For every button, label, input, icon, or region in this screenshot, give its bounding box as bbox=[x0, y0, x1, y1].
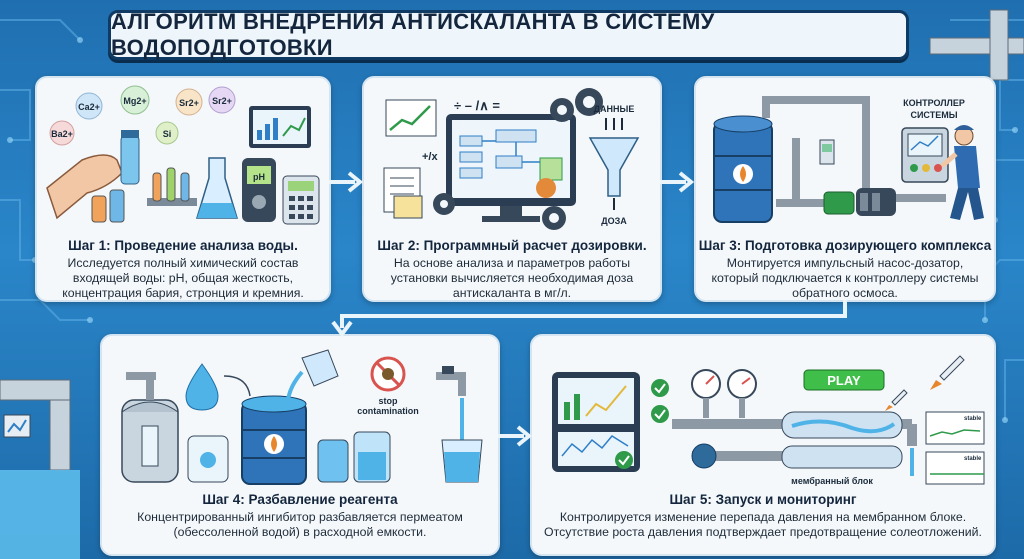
funnel-top-label: ДАННЫЕ bbox=[594, 104, 635, 114]
document-icon bbox=[383, 167, 423, 219]
ion-label-2: Mg2+ bbox=[123, 96, 146, 106]
hand-with-vial bbox=[46, 130, 140, 220]
ph-label: pH bbox=[253, 172, 265, 182]
step-3-card: КОНТРОЛЛЕР СИСТЕМЫ Шаг 3: Подготовка доз… bbox=[694, 76, 996, 302]
water-glass-icon bbox=[441, 439, 483, 483]
analyzer-device bbox=[282, 175, 320, 225]
arrow-step3-to-step4 bbox=[331, 300, 847, 338]
step-2-title: Шаг 2: Программный расчет дозировки. bbox=[377, 238, 647, 253]
dosing-pump-icon bbox=[823, 188, 896, 216]
play-button-label: PLAY bbox=[827, 373, 861, 388]
play-button[interactable]: PLAY bbox=[803, 369, 885, 391]
launch-monitoring-illustration: мембранный блок PLAY stable stable bbox=[552, 355, 985, 486]
flask-icon bbox=[195, 157, 239, 219]
arrow-step2-to-step3 bbox=[660, 171, 694, 193]
mini-bar-chart-icon bbox=[385, 99, 437, 137]
funnel-icon: ДАННЫЕ ДОЗА bbox=[588, 104, 640, 226]
dilution-barrel-icon bbox=[241, 395, 307, 485]
step-2-text: На основе анализа и параметров работы ус… bbox=[390, 256, 634, 300]
arrow-step4-to-step5 bbox=[498, 425, 532, 447]
dosing-complex-illustration: КОНТРОЛЛЕР СИСТЕМЫ bbox=[713, 96, 984, 223]
sample-bottle-1 bbox=[91, 195, 107, 223]
test-tube-rack bbox=[147, 167, 197, 206]
page-title: АЛГОРИТМ ВНЕДРЕНИЯ АНТИСКАЛАНТА В СИСТЕМ… bbox=[111, 9, 715, 60]
canister-icon bbox=[187, 435, 229, 483]
membrane-block-icon bbox=[672, 411, 917, 476]
step-5-text: Контролируется изменение перепада давлен… bbox=[544, 510, 982, 539]
step-5-card: мембранный блок PLAY stable stable Шаг 5… bbox=[530, 334, 996, 556]
controller-label-line1: КОНТРОЛЛЕР bbox=[903, 98, 965, 108]
sample-bottle-2 bbox=[109, 189, 125, 223]
ph-meter-icon: pH bbox=[242, 158, 276, 222]
pressure-gauge-icon bbox=[819, 139, 835, 165]
ion-label-4: Sr2+ bbox=[212, 96, 232, 106]
ion-label-5: Ba2+ bbox=[51, 129, 73, 139]
ion-bubbles: Ca2+ Mg2+ Sr2+ Sr2+ Ba2+ Si bbox=[49, 85, 236, 146]
check-icons bbox=[615, 379, 669, 469]
ion-label-1: Ca2+ bbox=[78, 102, 100, 112]
analysis-monitor bbox=[249, 106, 311, 148]
ion-label-6: Si bbox=[163, 129, 172, 139]
arrow-step1-to-step2 bbox=[329, 171, 363, 193]
reagent-dilution-illustration: stop contamination bbox=[121, 349, 483, 485]
funnel-bottom-label: ДОЗА bbox=[601, 216, 627, 226]
diluted-bottles bbox=[317, 431, 391, 483]
stop-contamination-icon bbox=[370, 356, 406, 392]
chemical-barrel-icon bbox=[713, 115, 773, 223]
formula-side-text: +/x bbox=[422, 151, 438, 163]
step-1-title: Шаг 1: Проведение анализа воды. bbox=[68, 238, 298, 253]
step-1-text: Исследуется полный химический состав вхо… bbox=[62, 256, 304, 300]
dosage-calculation-illustration: ÷ – /∧ = +/x bbox=[383, 88, 640, 230]
step-3-title: Шаг 3: Подготовка дозирующего комплекса bbox=[698, 238, 992, 253]
storage-tank-icon bbox=[121, 372, 179, 483]
step-4-text: Концентрированный ингибитор разбавляется… bbox=[137, 510, 463, 539]
controller-label-line2: СИСТЕМЫ bbox=[910, 110, 957, 120]
step-4-card: stop contamination Шаг 4: Разбавление ре… bbox=[100, 334, 500, 556]
orange-gear-icon bbox=[536, 178, 556, 198]
step-2-card: ÷ – /∧ = +/x bbox=[362, 76, 662, 302]
top-right-pipe-decoration bbox=[929, 9, 1024, 81]
water-analysis-illustration: Ca2+ Mg2+ Sr2+ Sr2+ Ba2+ Si bbox=[46, 85, 320, 225]
pressure-gauges bbox=[691, 369, 757, 418]
title-banner: АЛГОРИТМ ВНЕДРЕНИЯ АНТИСКАЛАНТА В СИСТЕМ… bbox=[108, 9, 909, 60]
stable-chart-1: stable bbox=[925, 411, 985, 445]
step-4-title: Шаг 4: Разбавление реагента bbox=[202, 492, 398, 507]
faucet-icon bbox=[436, 366, 466, 440]
small-rocket-icon bbox=[885, 389, 908, 411]
rocket-icon bbox=[930, 355, 965, 390]
ion-label-3: Sr2+ bbox=[179, 98, 199, 108]
stop-label: stop bbox=[379, 396, 399, 406]
contamination-label: contamination bbox=[357, 406, 419, 416]
computer-monitor-icon bbox=[446, 114, 576, 222]
water-drop-icon bbox=[185, 363, 219, 411]
left-pipe-decoration bbox=[0, 379, 80, 559]
stable-label-1: stable bbox=[964, 416, 982, 422]
flow-arrow bbox=[223, 375, 251, 397]
step-5-title: Шаг 5: Запуск и мониторинг bbox=[669, 492, 857, 507]
gear-icon bbox=[433, 88, 603, 230]
system-controller-icon bbox=[901, 127, 949, 183]
pouring-jug-icon bbox=[286, 349, 339, 401]
membrane-label: мембранный блок bbox=[791, 476, 873, 486]
monitoring-dashboard-icon bbox=[552, 372, 640, 472]
technician-figure bbox=[940, 125, 984, 220]
formula-top-text: ÷ – /∧ = bbox=[454, 98, 500, 113]
stable-label-2: stable bbox=[964, 456, 982, 462]
step-3-text: Монтируется импульсный насос-дозатор, ко… bbox=[711, 256, 979, 300]
stable-chart-2: stable bbox=[925, 451, 985, 485]
step-1-card: Ca2+ Mg2+ Sr2+ Sr2+ Ba2+ Si bbox=[35, 76, 331, 302]
